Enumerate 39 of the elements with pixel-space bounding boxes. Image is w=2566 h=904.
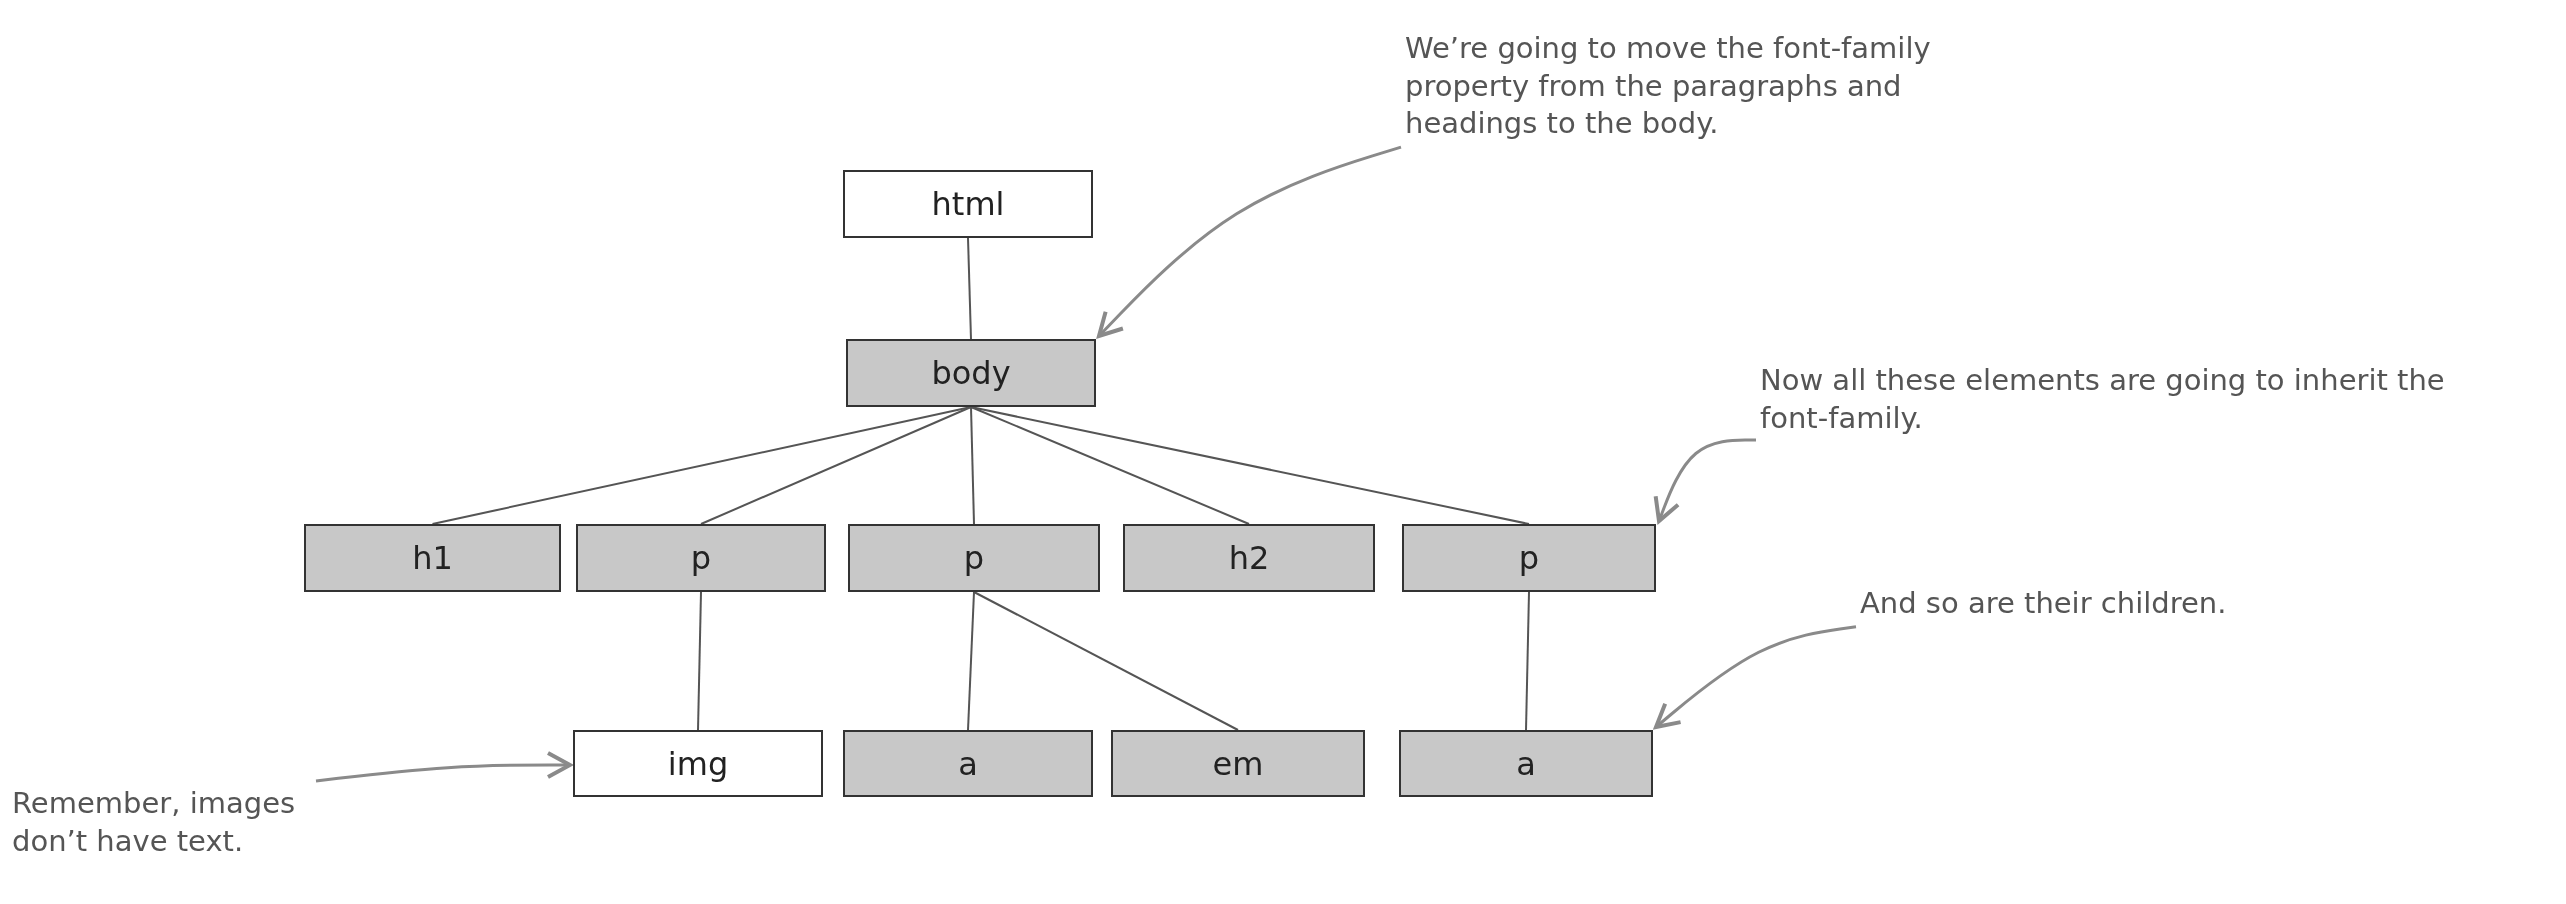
element-name: h2 bbox=[1228, 539, 1270, 577]
connector-line bbox=[973, 591, 1239, 731]
element-name: a bbox=[958, 744, 978, 783]
element-box bbox=[1399, 730, 1653, 797]
connector-line bbox=[697, 591, 702, 731]
element-name: em bbox=[1212, 744, 1264, 783]
annotation-text: And so are their children. bbox=[1860, 585, 2340, 623]
arrow bbox=[1097, 145, 1402, 338]
element-name: html bbox=[931, 185, 1005, 223]
element-box bbox=[1123, 524, 1375, 592]
element-box bbox=[848, 524, 1100, 592]
arrow bbox=[1653, 438, 1756, 523]
element-box bbox=[576, 524, 826, 592]
annotation-text: Remember, images don’t have text. bbox=[12, 785, 312, 861]
connector-line bbox=[1525, 591, 1530, 731]
arrow bbox=[315, 751, 572, 783]
connector-line bbox=[970, 406, 975, 525]
element-name: a bbox=[1516, 744, 1536, 783]
element-name: body bbox=[931, 354, 1011, 392]
element-box bbox=[1402, 524, 1656, 592]
element-name: img bbox=[667, 744, 729, 783]
element-box bbox=[843, 170, 1093, 238]
connector-line bbox=[700, 406, 972, 525]
element-box bbox=[843, 730, 1093, 797]
element-box bbox=[573, 730, 823, 797]
annotation-text: Now all these elements are going to inherit the font-family. bbox=[1760, 362, 2520, 438]
connector-line bbox=[967, 237, 972, 340]
element-name: h1 bbox=[412, 539, 453, 577]
connector-line bbox=[970, 406, 1530, 525]
element-box bbox=[304, 524, 561, 592]
element-box bbox=[1111, 730, 1365, 797]
connector-line bbox=[967, 591, 975, 731]
annotation-text: We’re going to move the font-family property from the paragraphs and headings to the body. bbox=[1405, 30, 2005, 144]
element-name: p bbox=[963, 539, 985, 577]
arrow bbox=[1654, 625, 1857, 729]
connector-line bbox=[970, 406, 1250, 525]
element-box bbox=[846, 339, 1096, 407]
element-name: p bbox=[1518, 539, 1540, 577]
element-name: p bbox=[690, 539, 712, 577]
